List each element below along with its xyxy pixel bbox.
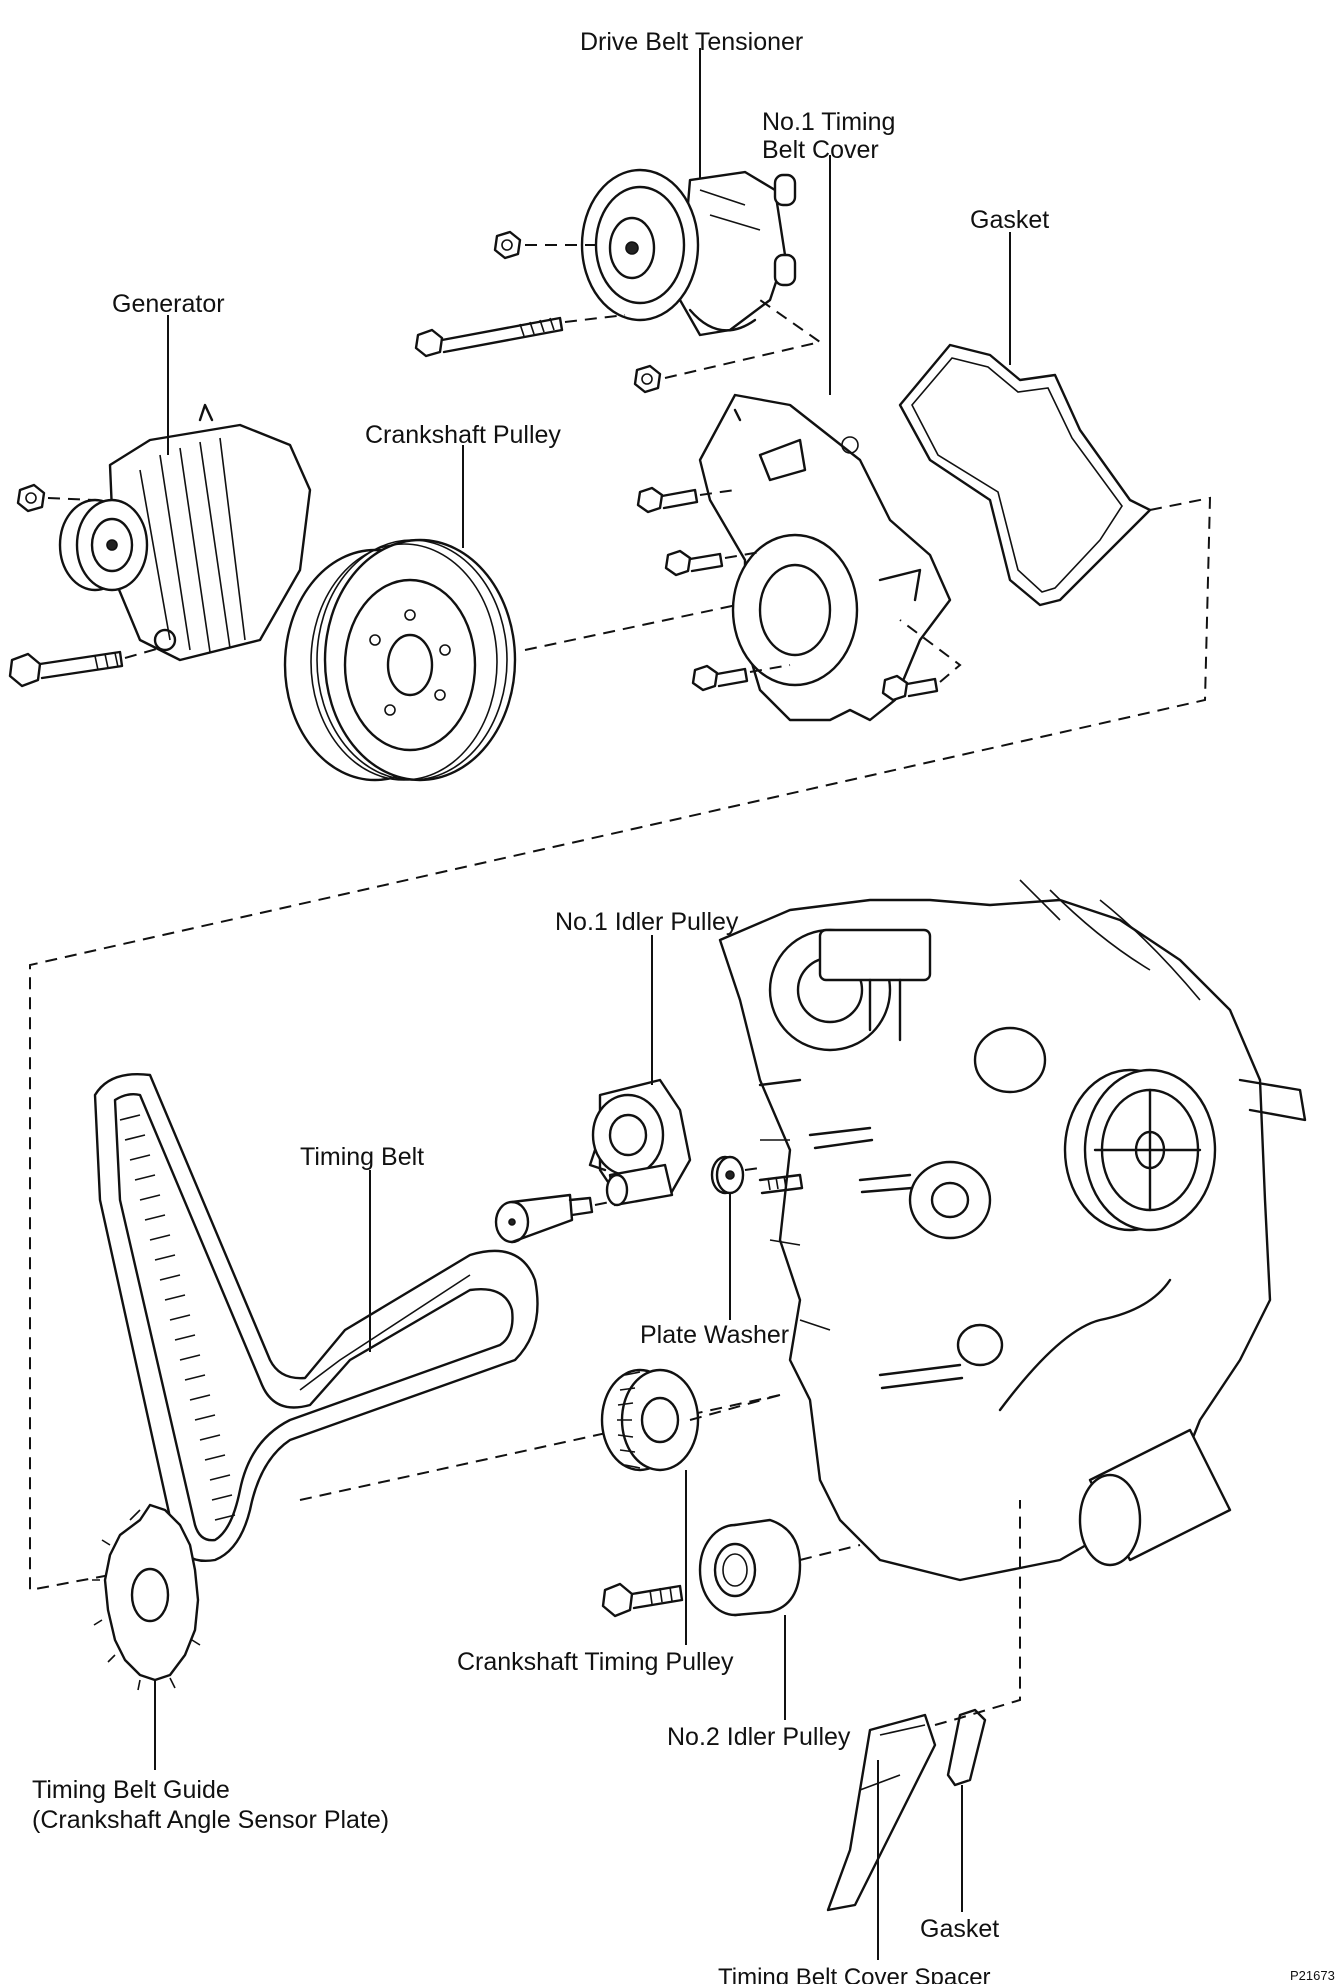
- plate-washer: [710, 1155, 804, 1195]
- label-gasket-top: Gasket: [970, 206, 1049, 234]
- no1-timing-belt-cover: [698, 393, 952, 722]
- idler-pulley-bolt: [494, 1193, 594, 1244]
- engine-block: [718, 879, 1307, 1582]
- label-timing-belt-cover-spacer: Timing Belt Cover Spacer: [718, 1964, 991, 1984]
- tensioner-nut-lower: [633, 364, 662, 394]
- label-timing-belt-cover-line1: No.1 Timing: [762, 108, 895, 136]
- label-no2-idler-pulley: No.2 Idler Pulley: [667, 1723, 851, 1751]
- cover-bolt-1: [636, 486, 699, 514]
- label-crankshaft-pulley: Crankshaft Pulley: [365, 421, 561, 449]
- label-drive-belt-tensioner: Drive Belt Tensioner: [580, 28, 803, 56]
- label-timing-belt: Timing Belt: [300, 1143, 424, 1171]
- cover-bolt-2: [664, 549, 724, 577]
- gasket-bottom: [946, 1708, 987, 1787]
- leader-lines: [154, 48, 1011, 1960]
- label-no1-idler-pulley: No.1 Idler Pulley: [555, 908, 739, 936]
- generator-bolt: [8, 650, 124, 688]
- gasket-top: [898, 343, 1152, 607]
- crankshaft-pulley: [283, 538, 517, 782]
- drive-belt-tensioner: [580, 168, 797, 337]
- no1-idler-pulley: [588, 1078, 692, 1207]
- timing-belt-guide: [92, 1503, 201, 1691]
- generator: [58, 403, 312, 662]
- timing-belt-cover-spacer: [826, 1713, 937, 1912]
- label-timing-belt-guide-line1: Timing Belt Guide: [32, 1776, 230, 1804]
- tensioner-bolt: [414, 316, 564, 358]
- crankshaft-pulley-bolt: [601, 1582, 684, 1618]
- generator-nut: [16, 483, 46, 513]
- label-crankshaft-timing-pulley: Crankshaft Timing Pulley: [457, 1648, 734, 1676]
- label-generator: Generator: [112, 290, 225, 318]
- no2-idler-pulley: [698, 1518, 802, 1617]
- label-timing-belt-guide-line2: (Crankshaft Angle Sensor Plate): [32, 1806, 389, 1834]
- tensioner-nut-upper: [493, 230, 522, 260]
- crankshaft-timing-pulley: [600, 1368, 700, 1472]
- label-plate-washer: Plate Washer: [640, 1321, 789, 1349]
- cover-bolt-3: [691, 664, 749, 692]
- cover-bolt-4: [881, 674, 939, 702]
- figure-code: P21673: [1290, 1968, 1335, 1983]
- timing-belt: [93, 1073, 539, 1562]
- label-gasket-bottom: Gasket: [920, 1915, 999, 1943]
- label-timing-belt-cover-line2: Belt Cover: [762, 136, 879, 164]
